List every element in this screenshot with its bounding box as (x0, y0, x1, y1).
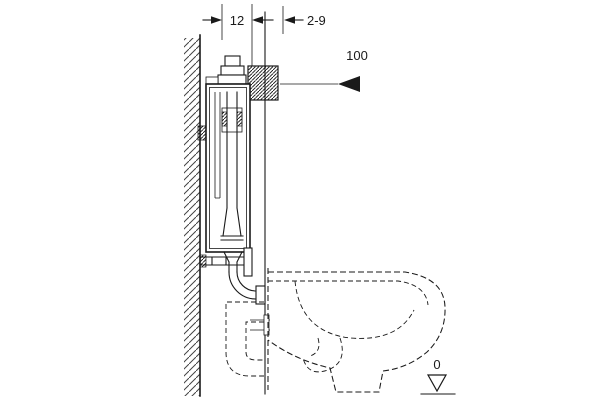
valve-seal-left (221, 111, 228, 127)
valve-seal-right (236, 111, 243, 127)
dim-label-wall-cover: 2-9 (307, 13, 326, 28)
fill-valve-cap (224, 55, 241, 67)
drain-outer-wall (225, 301, 264, 377)
bracket-arm (199, 256, 247, 266)
elbow-inner-wall (236, 271, 257, 292)
flush-bend-protection-box (247, 65, 279, 101)
flush-height-marker: 100 (280, 48, 368, 92)
height-marker-triangle-icon (338, 76, 360, 92)
arrow-right-icon (211, 16, 222, 24)
datum-label: 0 (433, 357, 440, 372)
bracket-wall-anchor (199, 254, 207, 268)
dimension-wall-cover: 2-9 (282, 6, 326, 34)
fill-valve-base (217, 74, 247, 85)
floor-datum: 0 (420, 357, 456, 395)
inlet-connector (205, 76, 219, 85)
bracket-plate (243, 247, 253, 277)
flush-pipe (223, 251, 243, 273)
datum-triangle-icon (426, 374, 448, 393)
concealed-drain-pipe (225, 301, 264, 377)
lower-support-bracket (199, 247, 253, 277)
fill-valve-assembly (205, 55, 247, 85)
wall-hatch-fill (184, 38, 200, 396)
pan-rim-inner (268, 280, 429, 306)
upper-wall-bracket (197, 125, 207, 141)
bowl-inner-curve (294, 280, 415, 339)
flush-pipe-elbow (223, 251, 266, 305)
fill-valve-tube (214, 92, 221, 199)
drain-inner-wall (245, 321, 264, 361)
trapway-curves (302, 337, 343, 373)
arrow-left-icon (252, 16, 263, 24)
elbow-outer-wall (228, 271, 257, 300)
cistern-inner-wall (209, 87, 247, 249)
panel-flange (255, 285, 266, 305)
arrow-left-icon (284, 16, 295, 24)
fixing-plate (263, 314, 270, 336)
dim-label-frame-depth: 12 (230, 13, 244, 28)
flush-valve (220, 91, 244, 241)
fill-valve-body (220, 65, 245, 76)
masonry-wall (184, 34, 201, 397)
pan-outer-profile (267, 271, 446, 393)
pan-fixing-rods (250, 314, 270, 336)
cistern-outer-shell (205, 83, 251, 253)
dimension-frame-depth: 12 (202, 4, 274, 66)
concealed-cistern (205, 83, 251, 253)
height-label: 100 (346, 48, 368, 63)
wc-pan-outline (267, 268, 446, 393)
